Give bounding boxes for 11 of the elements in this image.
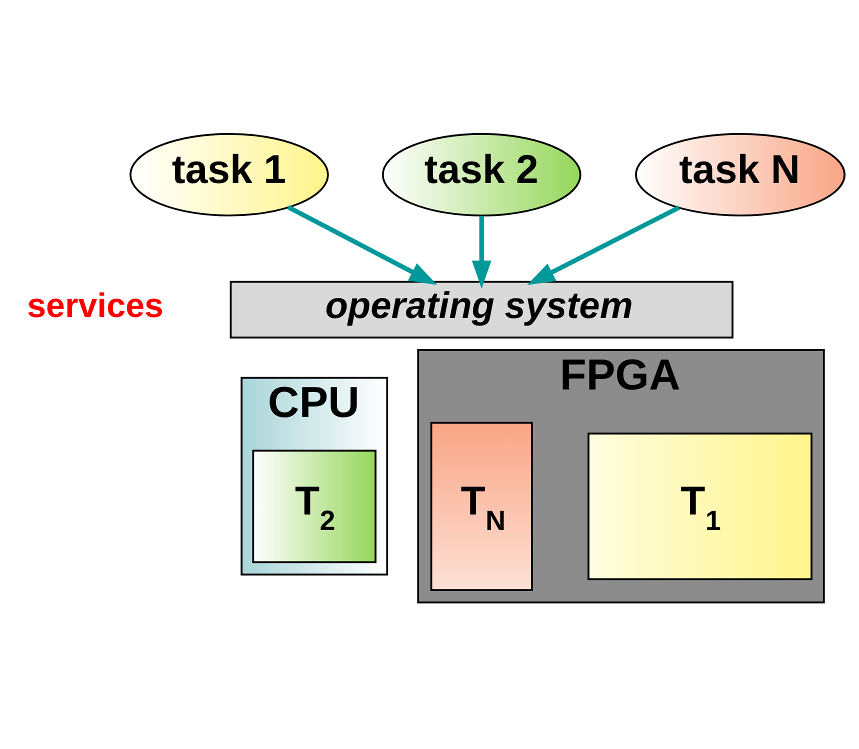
label: services (27, 286, 164, 325)
node-box: operating system (230, 280, 734, 339)
arrow (472, 216, 492, 289)
arrow (287, 205, 438, 285)
node-box: T$_{2}$ (252, 450, 376, 564)
node-ellipse: task 1 (129, 133, 329, 216)
node-box: T$_{1}$ (588, 432, 812, 580)
node-ellipse: task 2 (382, 133, 582, 216)
node-ellipse: task N (635, 133, 846, 216)
node-box: T$_{N}$ (430, 422, 533, 591)
arrow (527, 205, 680, 285)
